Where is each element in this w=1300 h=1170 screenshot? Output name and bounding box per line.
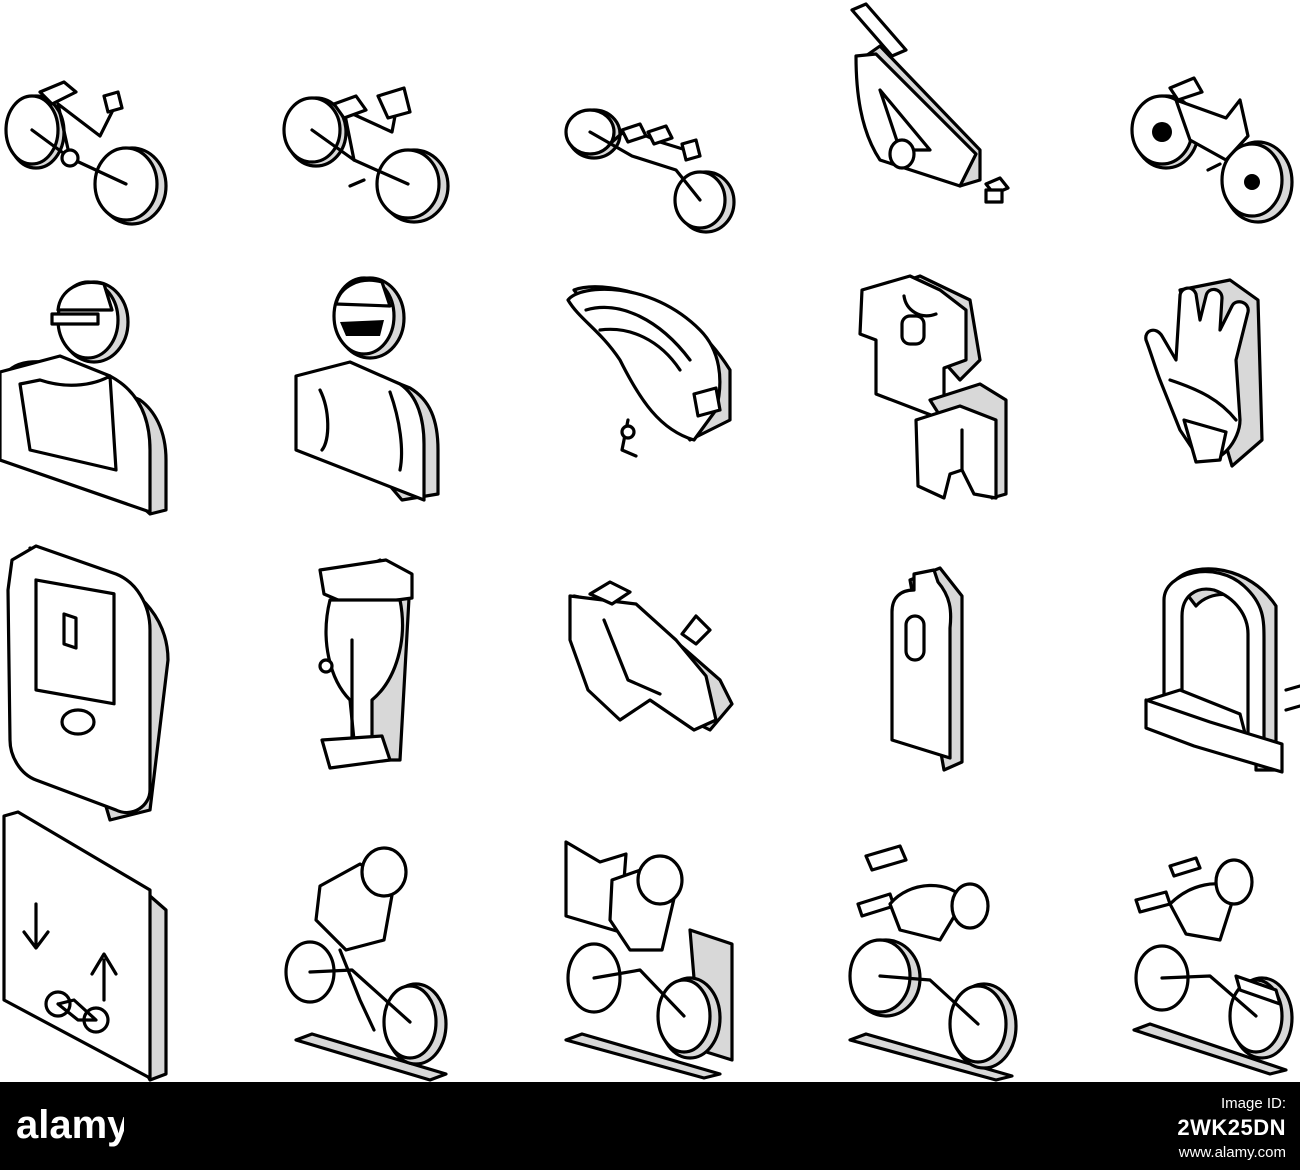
bike-pump-icon	[318, 558, 414, 770]
bike-trailer-icon	[850, 2, 1010, 204]
cyclist-riding-icon	[284, 846, 448, 1082]
u-lock-icon	[1144, 567, 1300, 774]
image-id-label: Image ID:	[1220, 1095, 1286, 1112]
speed-cyclist-icon	[1132, 856, 1294, 1076]
cycling-glove-icon	[1144, 278, 1264, 468]
bike-lane-sign-icon	[2, 810, 168, 1082]
water-bottle-icon	[890, 566, 964, 772]
svg-text:alamy: alamy	[16, 1103, 124, 1147]
motorbike-icon	[1130, 76, 1294, 224]
alamy-logo: alamy	[16, 1103, 124, 1147]
cyclist-finish-flag-icon	[564, 840, 734, 1080]
city-bicycle-icon	[282, 86, 450, 224]
site-url: www.alamy.com	[1178, 1144, 1286, 1161]
tandem-bicycle-icon	[564, 108, 736, 234]
cycling-helmet-icon	[566, 285, 732, 458]
racing-cyclist-icon	[848, 844, 1018, 1082]
image-id-value: 2WK25DN	[1177, 1115, 1286, 1140]
cyclist-avatar-icon	[0, 280, 168, 516]
sport-glasses-icon	[568, 580, 734, 732]
stock-footer: alamy Image ID: 2WK25DN www.alamy.com	[0, 1082, 1300, 1170]
bike-computer-icon	[6, 544, 170, 822]
bicycle-icon	[4, 80, 168, 226]
cycling-uniform-icon	[858, 274, 1008, 500]
cyclist-with-glasses-icon	[294, 276, 440, 502]
image-id-block: Image ID: 2WK25DN	[1177, 1094, 1286, 1142]
